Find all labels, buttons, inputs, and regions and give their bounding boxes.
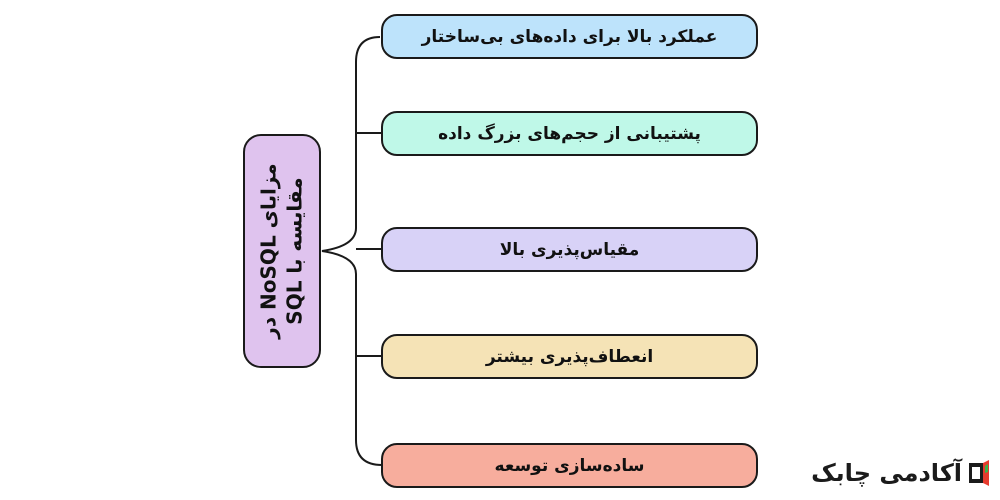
branch-node-simplify-dev: ساده‌سازی توسعه: [381, 443, 758, 488]
branch-label: عملکرد بالا برای داده‌های بی‌ساختار: [421, 26, 718, 47]
root-label-line1: مزایای NoSQL در: [257, 163, 282, 339]
branch-label: ساده‌سازی توسعه: [494, 455, 645, 476]
branch-node-big-data: پشتیبانی از حجم‌های بزرگ داده: [381, 111, 758, 156]
root-label-line2: مقایسه با SQL: [283, 177, 308, 325]
branch-label: مقیاس‌پذیری بالا: [499, 239, 640, 260]
root-node: مزایای NoSQL در مقایسه با SQL: [243, 134, 321, 368]
branch-node-scalability: مقیاس‌پذیری بالا: [381, 227, 758, 272]
branch-node-flexibility: انعطاف‌پذیری بیشتر: [381, 334, 758, 379]
branch-label: انعطاف‌پذیری بیشتر: [485, 346, 654, 367]
root-label: مزایای NoSQL در مقایسه با SQL: [256, 163, 308, 338]
chabok-logo-icon: [969, 460, 989, 486]
branch-label: پشتیبانی از حجم‌های بزرگ داده: [438, 123, 701, 144]
brand-logo-text: آکادمی چابک: [811, 459, 962, 487]
branch-node-performance: عملکرد بالا برای داده‌های بی‌ساختار: [381, 14, 758, 59]
brand-logo: آکادمی چابک: [780, 455, 990, 491]
